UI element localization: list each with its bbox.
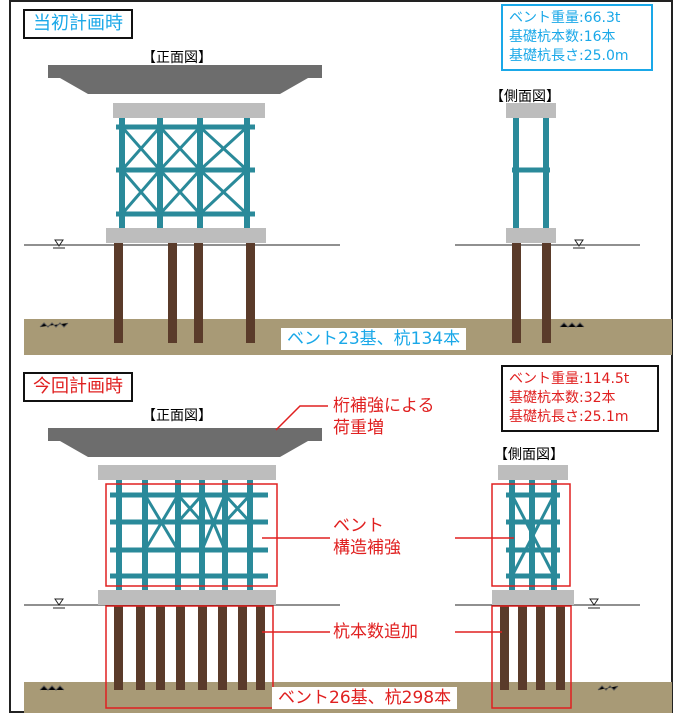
info-weight: ベント重量:66.3t [509,10,621,26]
piles-top-front [114,243,255,343]
front-view-label-top: 【正面図】 [142,50,212,66]
side-cap-bottom [498,465,568,480]
title-initial-plan: 当初計画時 [23,9,133,39]
highlight-boxes [105,483,572,709]
summary-label-bottom: ベント26基、杭298本 [272,687,458,709]
side-footing-bottom [492,590,574,605]
bent-cap-bottom [98,465,276,480]
annotation-girder-line1: 桁補強による [333,396,435,416]
info-pile-count: 基礎杭本数:16本 [509,29,616,45]
piles-bottom-side [500,605,565,690]
annotation-girder-line2: 荷重増 [333,418,384,438]
bent-frame-bottom [110,480,268,590]
water-level-icon [53,598,600,609]
ground-hatch-icon [39,685,619,691]
side-bent-top [512,118,550,228]
girder-top [48,65,322,94]
title-current-plan: 今回計画時 [23,372,133,402]
info-weight: ベント重量:114.5t [509,371,630,387]
water-level-icon [53,239,585,249]
summary-label-top: ベント23基、杭134本 [281,328,467,350]
annotation-piles: 杭本数追加 [333,622,418,642]
front-view-label-bottom: 【正面図】 [142,408,212,424]
bent-footing-top [106,228,266,243]
info-pile-length: 基礎杭長さ:25.1m [509,409,629,425]
bent-footing-bottom [98,590,276,605]
annotation-bent-line2: 構造補強 [333,538,401,558]
side-footing-top [506,228,556,243]
annotation-girder: 桁補強による 荷重増 [333,395,435,439]
bent-frame-top [116,118,255,228]
info-pile-length: 基礎杭長さ:25.0m [509,48,629,64]
ground-hatch-icon [39,322,585,328]
info-pile-count: 基礎杭本数:32本 [509,390,616,406]
info-box-top: ベント重量:66.3t 基礎杭本数:16本 基礎杭長さ:25.0m [501,4,653,71]
side-view-label-top: 【側面図】 [490,89,560,105]
info-box-bottom: ベント重量:114.5t 基礎杭本数:32本 基礎杭長さ:25.1m [501,365,659,432]
side-bent-bottom [506,480,560,590]
side-view-label-bottom: 【側面図】 [494,447,564,463]
leader-lines [262,405,514,633]
side-cap-top [506,103,556,118]
bent-cap-top [113,103,265,118]
piles-top-side [512,243,551,343]
annotation-bent-line1: ベント [333,516,384,536]
girder-bottom [48,428,322,457]
piles-bottom-front [114,605,265,690]
annotation-bent: ベント 構造補強 [333,515,401,559]
